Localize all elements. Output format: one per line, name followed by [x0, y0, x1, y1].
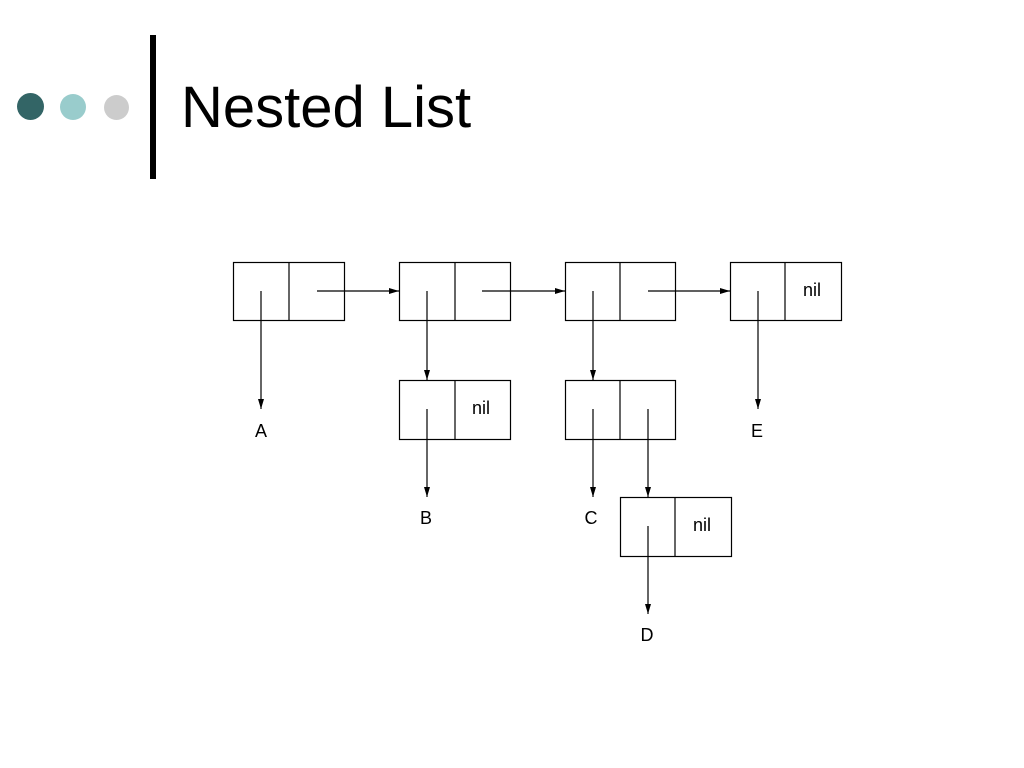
atom-label-b: B [420, 508, 432, 528]
atom-label-a: A [255, 421, 267, 441]
bullet-dot-dark [17, 93, 44, 120]
nil-label: nil [693, 515, 711, 535]
atom-label-e: E [751, 421, 763, 441]
title-divider [150, 35, 156, 179]
atom-label-c: C [585, 508, 598, 528]
atom-label-d: D [641, 625, 654, 645]
cons-cell-top-4 [729, 261, 843, 322]
cons-cell-d [619, 496, 733, 558]
bullet-dot-gray [104, 95, 129, 120]
nil-label: nil [803, 280, 821, 300]
nil-label: nil [472, 398, 490, 418]
bullet-dot-teal [60, 94, 86, 120]
slide-title: Nested List [181, 75, 472, 140]
